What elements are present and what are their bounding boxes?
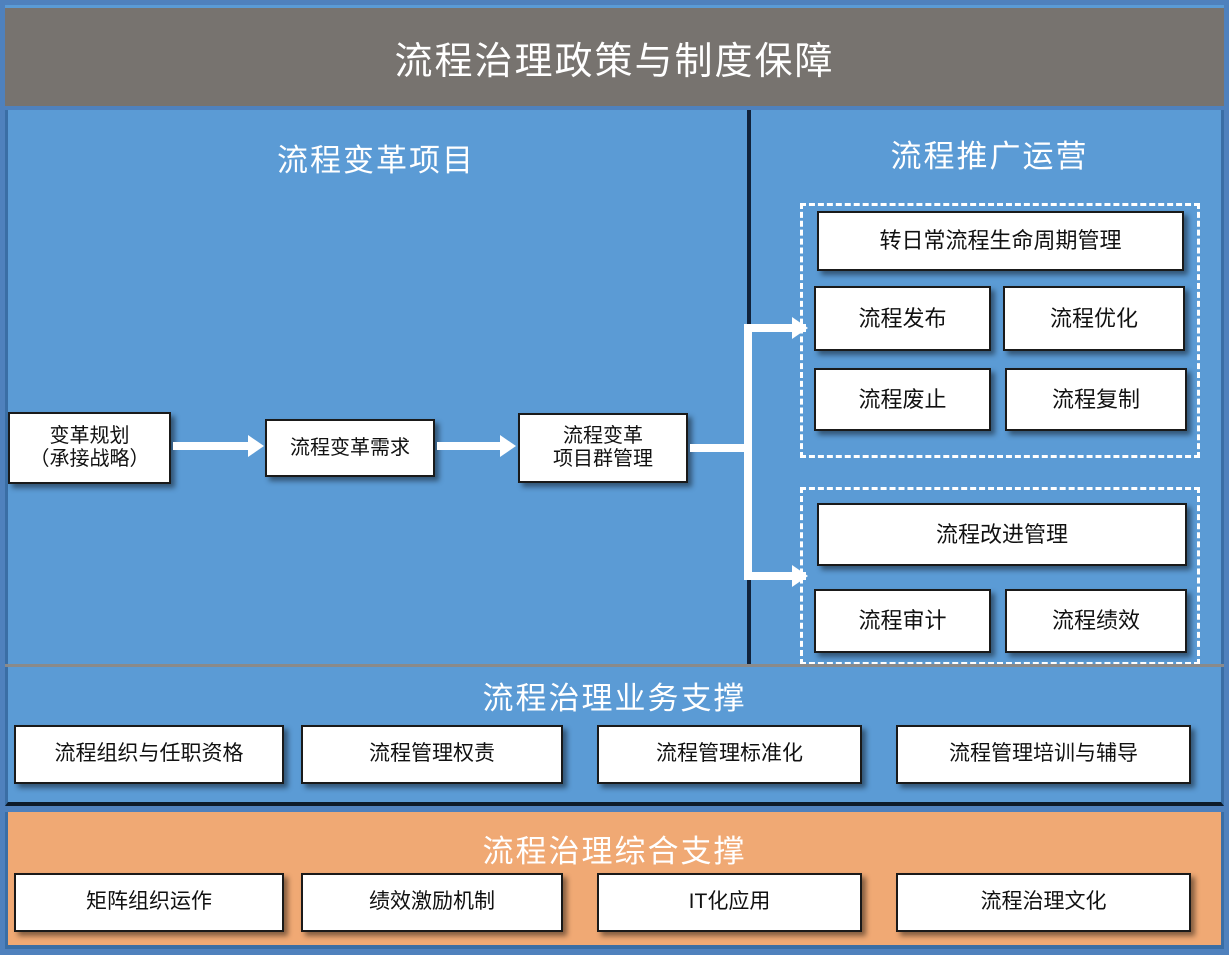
business-support-label-1: 流程管理权责 [369,742,495,766]
connector-plan-to-demand [173,442,249,450]
improvement-item-performance[interactable]: 流程绩效 [1005,589,1187,653]
right-panel-title: 流程推广运营 [890,139,1089,174]
lifecycle-header-label: 转日常流程生命周期管理 [879,228,1122,254]
comprehensive-support-title: 流程治理综合支撑 [482,834,747,869]
arrowhead-demand-to-program [500,435,516,457]
improvement-header-label: 流程改进管理 [935,521,1068,547]
process-box-change-planning[interactable]: 变革规划 （承接战略） [8,412,171,484]
connector-vertical-trunk [744,324,752,580]
connector-demand-to-program [437,442,501,450]
business-support-separator [5,664,1224,667]
business-support-item-2[interactable]: 流程管理标准化 [597,725,862,784]
program-management-line1: 流程变革 [563,425,643,447]
lifecycle-item-copy[interactable]: 流程复制 [1005,368,1187,431]
change-demand-label: 流程变革需求 [290,436,410,459]
comprehensive-support-label-2: IT化应用 [688,890,771,914]
lifecycle-optimize-label: 流程优化 [1049,305,1138,331]
change-planning-line2: （承接战略） [29,448,150,470]
business-support-label-2: 流程管理标准化 [656,742,803,766]
comprehensive-support-item-1[interactable]: 绩效激励机制 [301,873,563,932]
lifecycle-group-header-box[interactable]: 转日常流程生命周期管理 [817,211,1184,271]
lifecycle-item-publish[interactable]: 流程发布 [814,286,991,351]
lifecycle-item-optimize[interactable]: 流程优化 [1003,286,1185,351]
connector-branch-improvement [744,572,806,580]
business-support-title: 流程治理业务支撑 [482,681,747,716]
business-support-label-3: 流程管理培训与辅导 [949,742,1138,766]
header-title: 流程治理政策与制度保障 [394,40,835,83]
connector-branch-lifecycle [744,324,806,332]
improvement-group-header-box[interactable]: 流程改进管理 [817,503,1187,566]
lifecycle-publish-label: 流程发布 [858,305,947,331]
business-support-item-1[interactable]: 流程管理权责 [301,725,563,784]
improvement-group-container [800,487,1200,665]
improvement-audit-label: 流程审计 [858,608,947,634]
change-planning-line1: 变革规划 [49,425,130,447]
arrowhead-plan-to-demand [248,435,264,457]
policy-header-band: 流程治理政策与制度保障 [5,5,1224,106]
left-panel-title: 流程变革项目 [277,143,475,178]
comprehensive-support-label-1: 绩效激励机制 [369,890,495,914]
business-support-item-3[interactable]: 流程管理培训与辅导 [896,725,1191,784]
business-support-item-0[interactable]: 流程组织与任职资格 [14,725,284,784]
comprehensive-support-item-2[interactable]: IT化应用 [597,873,862,932]
comprehensive-support-item-3[interactable]: 流程治理文化 [896,873,1191,932]
improvement-performance-label: 流程绩效 [1051,608,1140,634]
connector-program-trunk [690,444,752,452]
comprehensive-support-label-3: 流程治理文化 [980,890,1107,914]
comprehensive-support-label-0: 矩阵组织运作 [86,890,212,914]
comprehensive-support-item-0[interactable]: 矩阵组织运作 [14,873,284,932]
program-management-line2: 项目群管理 [553,448,653,470]
lifecycle-copy-label: 流程复制 [1051,386,1140,412]
lifecycle-group-container [800,203,1200,458]
lifecycle-item-abolish[interactable]: 流程废止 [814,368,991,431]
lifecycle-abolish-label: 流程废止 [858,386,947,412]
process-box-program-management[interactable]: 流程变革 项目群管理 [518,413,688,483]
business-support-label-0: 流程组织与任职资格 [54,742,244,766]
improvement-item-audit[interactable]: 流程审计 [814,589,991,653]
process-box-change-demand[interactable]: 流程变革需求 [265,419,435,477]
